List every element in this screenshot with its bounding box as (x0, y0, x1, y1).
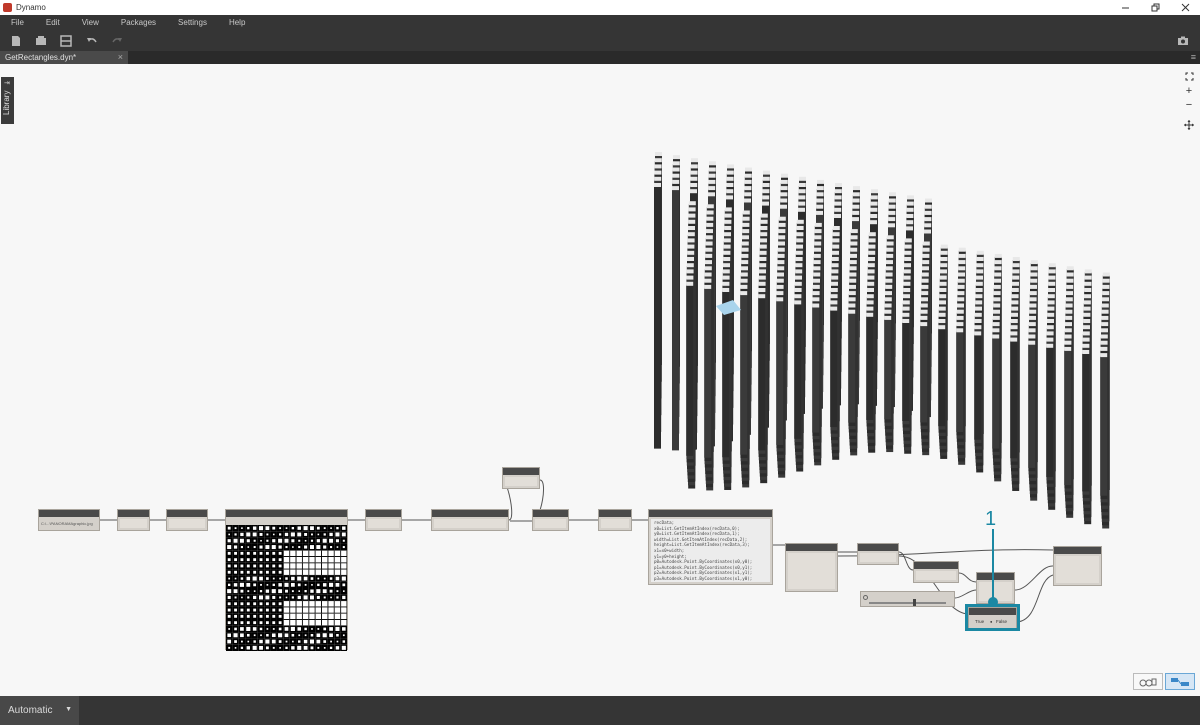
close-icon (1181, 3, 1189, 12)
toolbar (0, 30, 1200, 51)
save-button[interactable] (59, 34, 72, 47)
library-label: Library (2, 90, 11, 115)
tab-label: GetRectangles.dyn* (5, 53, 77, 62)
pan-icon (1184, 120, 1194, 130)
library-panel-toggle[interactable]: ⇥ Library (1, 77, 14, 124)
geometry-view-toggle[interactable] (1165, 673, 1195, 690)
redo-icon (111, 37, 122, 42)
zoom-out-icon: − (1185, 99, 1193, 111)
run-mode-dropdown[interactable]: Automatic ▼ (0, 696, 79, 725)
list-flatten-node[interactable] (502, 467, 540, 489)
menu-file[interactable]: File (11, 18, 24, 27)
menu-view[interactable]: View (81, 18, 99, 27)
rectangle-data-node[interactable] (598, 509, 632, 531)
zoom-fit-icon (1185, 72, 1193, 80)
open-icon (35, 35, 46, 45)
close-window-button[interactable] (1170, 0, 1200, 15)
restore-icon (1151, 3, 1159, 12)
if-node[interactable] (976, 572, 1015, 604)
pan-button[interactable] (1181, 118, 1197, 132)
minimize-button[interactable] (1110, 0, 1140, 15)
graph-view-icon (1139, 678, 1157, 686)
callout-line (992, 529, 994, 601)
geometry-view-icon (1171, 677, 1189, 686)
menu-packages[interactable]: Packages (120, 18, 157, 27)
number-slider-node[interactable] (860, 591, 955, 607)
code-line[interactable]: recData; (654, 520, 675, 525)
status-bar: Automatic ▼ (0, 696, 1200, 725)
camera-icon (1177, 36, 1188, 45)
undo-button[interactable] (85, 34, 98, 47)
slider-track[interactable] (869, 602, 946, 604)
zoom-in-icon: + (1185, 85, 1193, 97)
code-line[interactable]: p3=Autodesk.Point.ByCoordinates(x1,y0); (654, 575, 753, 581)
menu-bar: File Edit View Packages Settings Help (0, 15, 1200, 30)
open-button[interactable] (34, 34, 47, 47)
menu-settings[interactable]: Settings (178, 18, 207, 27)
code-line[interactable]: x0=List.GetItemAtIndex(recData,0); (654, 525, 740, 531)
file-path-text: C:\...\PANORAMAgraphic.jpg (41, 521, 93, 526)
window-title: Dynamo (16, 3, 46, 12)
geometry-output-node[interactable] (1053, 546, 1102, 586)
callout-label: 1 (985, 508, 997, 530)
file-from-path-node[interactable] (117, 509, 150, 531)
code-line[interactable]: width=List.GetItemAtIndex(recData,2); (654, 536, 748, 542)
tab-strip: GetRectangles.dyn* × ≡ (0, 51, 1200, 64)
list-filter-node[interactable] (532, 509, 569, 531)
boolean-true-option[interactable]: True (975, 619, 985, 624)
minimize-icon (1121, 7, 1129, 9)
code-line[interactable]: y0=List.GetItemAtIndex(recData,1); (654, 531, 740, 537)
slider-thumb[interactable] (913, 599, 917, 606)
image-read-node[interactable] (166, 509, 208, 531)
code-line[interactable]: p2=Autodesk.Point.ByCoordinates(x1,y1); (654, 570, 753, 576)
code-line[interactable]: x1=x0+width; (654, 547, 685, 553)
zoom-fit-button[interactable] (1181, 69, 1197, 83)
surface-by-patch-node[interactable] (857, 543, 899, 565)
surface-thicken-node[interactable] (913, 561, 959, 583)
run-mode-label: Automatic (8, 705, 53, 716)
menu-help[interactable]: Help (228, 18, 246, 27)
chevron-down-icon: ▼ (65, 706, 72, 713)
tab-close-icon[interactable]: × (117, 52, 123, 62)
new-file-icon (11, 35, 20, 46)
zoom-out-button[interactable]: − (1181, 98, 1197, 112)
undo-icon (86, 37, 97, 42)
callout-dot (988, 597, 998, 607)
polygon-by-points-node[interactable] (785, 543, 838, 592)
graph-view-toggle[interactable] (1133, 673, 1163, 690)
tab-menu-icon[interactable]: ≡ (1190, 52, 1196, 62)
code-line[interactable]: y1=y0+height; (654, 553, 687, 559)
boolean-false-option[interactable]: False (996, 619, 1008, 624)
redo-button[interactable] (110, 34, 123, 47)
watch-image-preview (226, 525, 347, 651)
slider-expand-icon[interactable] (863, 595, 868, 600)
library-expand-icon: ⇥ (4, 80, 10, 87)
window-controls (1110, 0, 1200, 15)
code-line[interactable]: p0=Autodesk.Point.ByCoordinates(x0,y0); (654, 559, 753, 565)
callout-highlight-box (965, 604, 1020, 631)
radio-selected-icon: ● (990, 619, 993, 624)
graph-canvas[interactable] (0, 64, 1200, 696)
restore-button[interactable] (1140, 0, 1170, 15)
file-path-node[interactable]: C:\...\PANORAMAgraphic.jpg (38, 509, 100, 531)
title-bar: Dynamo (0, 0, 1200, 15)
code-line[interactable]: height=List.GetItemAtIndex(recData,3); (654, 542, 750, 548)
new-file-button[interactable] (9, 34, 22, 47)
save-icon (59, 34, 72, 47)
watch-image-node[interactable] (225, 509, 348, 651)
image-pixels-node[interactable] (365, 509, 402, 531)
code-block-node[interactable]: recData; x0=List.GetItemAtIndex(recData,… (648, 509, 773, 585)
screenshot-button[interactable] (1176, 34, 1189, 47)
dynamo-logo-icon (3, 3, 12, 12)
tab-getrectangles[interactable]: GetRectangles.dyn* × (0, 51, 128, 64)
pixel-list-node[interactable] (431, 509, 509, 531)
code-line[interactable]: p1=Autodesk.Point.ByCoordinates(x0,y1); (654, 564, 753, 570)
menu-edit[interactable]: Edit (45, 18, 60, 27)
zoom-in-button[interactable]: + (1181, 84, 1197, 98)
